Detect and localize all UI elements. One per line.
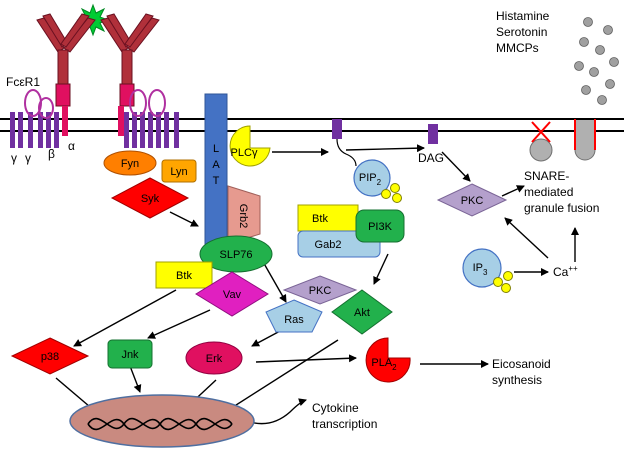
arrow-pi3k-to-akt: [373, 253, 389, 285]
snare-line-3: granule fusion: [524, 201, 599, 215]
eicosanoid-outcome: Eicosanoid synthesis: [492, 357, 551, 387]
pla2-node: PLA2: [365, 337, 411, 383]
grb2-label: Grb2: [237, 204, 249, 228]
receptor-label: FcεR1: [6, 75, 40, 89]
btk-right-node: Btk: [297, 204, 359, 232]
dna-strand-2: [87, 418, 233, 431]
arrow-akt-to-nucleus: [221, 339, 339, 415]
fyn-node: Fyn: [103, 150, 157, 176]
cytokine-line-2: transcription: [312, 417, 377, 431]
ras-label: Ras: [284, 314, 304, 326]
ige-antibody-right: [100, 13, 160, 107]
eicosanoid-line-2: synthesis: [492, 373, 542, 387]
mediators-label: Histamine Serotonin MMCPs: [496, 9, 550, 55]
released-granules: [574, 17, 619, 105]
fusing-granule: [574, 119, 596, 161]
ras-node: Ras: [265, 299, 323, 333]
arrow-nucleus-to-cytokine: [249, 398, 307, 425]
slp76-label: SLP76: [219, 249, 252, 261]
akt-label: Akt: [354, 307, 370, 319]
pip2-lipid: [332, 119, 357, 167]
pla2-label: PLA2: [371, 357, 397, 372]
erk-node: Erk: [185, 341, 243, 375]
plasma-membrane: [0, 118, 624, 132]
ige-antibody-left: [36, 13, 96, 107]
btk-right-label: Btk: [312, 213, 328, 225]
dag-label: DAG: [418, 151, 444, 165]
syk-label: Syk: [141, 193, 160, 205]
cytokine-outcome: Cytokine transcription: [312, 401, 377, 431]
pkc-top-label: PKC: [461, 195, 484, 207]
akt-node: Akt: [331, 289, 393, 335]
p38-label: p38: [41, 351, 59, 363]
lat-letter-l: L: [213, 143, 219, 155]
lyn-label: Lyn: [170, 166, 187, 178]
dag-lipid: DAG: [418, 124, 444, 165]
mediator-histamine: Histamine: [496, 9, 550, 23]
blocked-granule: [529, 121, 553, 162]
fcer1-receptor-left: [10, 89, 68, 148]
lat-letter-a: A: [212, 159, 220, 171]
arrow-pkc-to-snare: [501, 185, 525, 197]
grb2-node: Grb2: [227, 185, 261, 245]
snare-line-1: SNARE-: [524, 169, 569, 183]
arrow-ras-to-erk: [251, 329, 283, 347]
syk-node: Syk: [110, 177, 190, 219]
plcg-node: PLCγ: [229, 125, 271, 167]
pi3k-label: PI3K: [368, 221, 393, 233]
fyn-label: Fyn: [121, 158, 139, 170]
jnk-label: Jnk: [121, 349, 139, 361]
gamma-label-1: γ: [11, 151, 17, 165]
eicosanoid-line-1: Eicosanoid: [492, 357, 551, 371]
jnk-node: Jnk: [107, 339, 153, 369]
arrow-syk-to-lat: [169, 211, 199, 227]
slp76-node: SLP76: [199, 235, 273, 273]
snare-line-2: mediated: [524, 185, 573, 199]
pathway-arrows: [55, 144, 579, 425]
pkc-mid-label: PKC: [309, 285, 332, 297]
snare-outcome: SNARE- mediated granule fusion: [524, 169, 599, 215]
fcer1-receptor-right: [118, 89, 179, 148]
mediator-mmcps: MMCPs: [496, 41, 539, 55]
plcg-label: PLCγ: [231, 147, 258, 159]
pkc-top-node: PKC: [436, 183, 508, 217]
erk-label: Erk: [206, 353, 223, 365]
arrow-vav-to-p38: [73, 289, 177, 347]
arrow-vav-to-jnk: [147, 309, 211, 339]
lat-adaptor: L A T: [204, 93, 228, 247]
calcium-label: Ca++: [553, 264, 578, 279]
btk-left-label: Btk: [176, 270, 192, 282]
gab2-label: Gab2: [315, 239, 342, 251]
lat-letter-t: T: [213, 175, 220, 187]
p38-node: p38: [10, 337, 90, 375]
arrow-ca-to-pkc: [504, 217, 549, 259]
vav-node: Vav: [195, 271, 269, 317]
arrow-jnk-to-nucleus: [129, 365, 142, 393]
btk-left-node: Btk: [155, 261, 213, 289]
alpha-label: α: [68, 139, 75, 153]
pi3k-node: PI3K: [355, 209, 405, 243]
pip2-label: PIP2: [359, 172, 382, 187]
ip3-node: IP3: [462, 248, 513, 293]
arrow-pip2-to-dag: [345, 144, 425, 153]
ip3-label: IP3: [473, 262, 488, 277]
cytokine-line-1: Cytokine: [312, 401, 359, 415]
mediator-serotonin: Serotonin: [496, 25, 547, 39]
arrow-dag-to-pkc: [441, 151, 471, 182]
nucleus: [69, 394, 255, 448]
pip2-node: PIP2: [353, 159, 402, 203]
gamma-label-2: γ: [25, 151, 31, 165]
vav-label: Vav: [223, 289, 242, 301]
lyn-node: Lyn: [161, 159, 197, 183]
pkc-mid-node: PKC: [282, 275, 358, 305]
beta-label: β: [48, 147, 55, 161]
